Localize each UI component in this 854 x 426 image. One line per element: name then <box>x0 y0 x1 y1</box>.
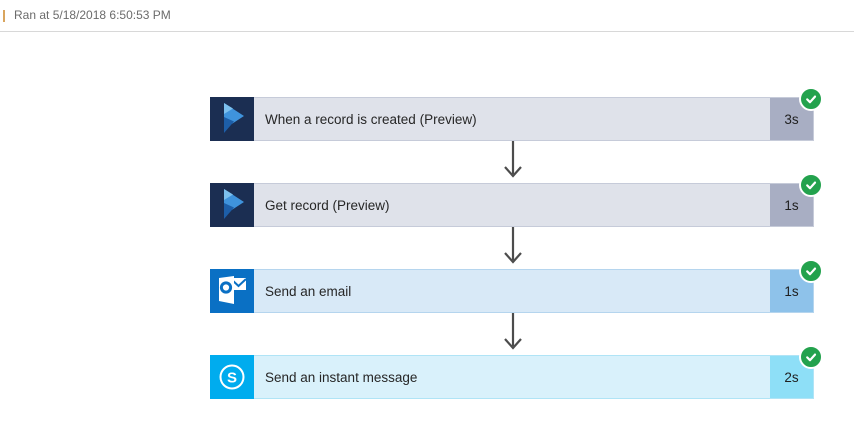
step-title: Get record (Preview) <box>265 197 390 213</box>
flow-step-send-an-instant-message[interactable]: S Send an instant message 2s <box>210 345 823 399</box>
success-check-icon <box>799 345 823 369</box>
run-timestamp: Ran at 5/18/2018 6:50:53 PM <box>14 8 171 22</box>
flow-run-canvas: When a record is created (Preview) 3s Ge… <box>0 32 854 426</box>
run-header-bar: Ran at 5/18/2018 6:50:53 PM <box>0 0 854 32</box>
flow-step-when-a-record-is-created[interactable]: When a record is created (Preview) 3s <box>210 87 823 141</box>
svg-text:S: S <box>227 370 237 387</box>
left-edge-marker <box>3 10 5 22</box>
success-check-icon <box>799 173 823 197</box>
step-title: Send an instant message <box>265 369 418 385</box>
outlook-icon <box>210 269 254 313</box>
flow-step-get-record[interactable]: Get record (Preview) 1s <box>210 173 823 227</box>
skype-icon: S <box>210 355 254 399</box>
connector-arrow-down-icon <box>500 227 526 268</box>
dynamics-365-icon <box>210 183 254 227</box>
success-check-icon <box>799 259 823 283</box>
connector-arrow-down-icon <box>500 141 526 182</box>
dynamics-365-icon <box>210 97 254 141</box>
flow-step-send-an-email[interactable]: Send an email 1s <box>210 259 823 313</box>
success-check-icon <box>799 87 823 111</box>
step-title: Send an email <box>265 283 352 299</box>
connector-arrow-down-icon <box>500 313 526 354</box>
step-title: When a record is created (Preview) <box>265 111 477 127</box>
